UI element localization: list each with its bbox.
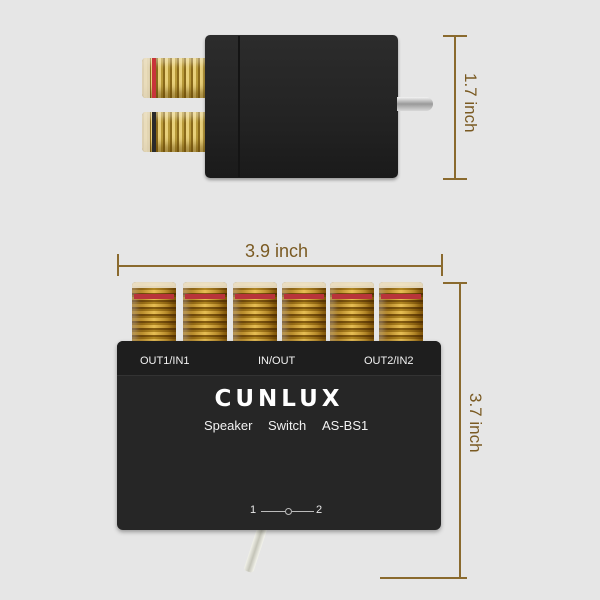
device-body-front: OUT1/IN1 IN/OUT OUT2/IN2 CUNLUX Speaker … <box>117 341 441 530</box>
binding-post-black <box>142 112 208 152</box>
port-label-in-out: IN/OUT <box>258 355 296 367</box>
dim-line-height-front <box>459 282 461 578</box>
device-body-top <box>205 35 398 178</box>
switch-indicator-line-right <box>292 511 314 512</box>
port-label-strip <box>117 341 441 376</box>
dim-line-height-top <box>454 35 456 180</box>
dim-line-width <box>117 265 443 267</box>
switch-lever <box>243 524 268 574</box>
port-label-out2-in2: OUT2/IN2 <box>364 355 414 367</box>
binding-post <box>330 282 374 344</box>
body-seam <box>238 36 240 177</box>
port-label-out1-in1: OUT1/IN1 <box>140 355 190 367</box>
binding-post <box>379 282 423 344</box>
switch-indicator-line-left <box>261 511 285 512</box>
dim-label-3-9: 3.9 inch <box>245 241 309 261</box>
binding-post <box>282 282 326 344</box>
subtitle-switch: Switch <box>268 418 307 433</box>
subtitle-speaker: Speaker <box>204 418 253 433</box>
binding-post <box>183 282 227 344</box>
dim-tick-bottom <box>443 178 467 180</box>
binding-post <box>132 282 176 344</box>
binding-post <box>233 282 277 344</box>
dim-label-3-7: 3.7 inch <box>466 393 485 453</box>
dim-tick-right <box>441 254 443 276</box>
brand-logo: CUNLUX <box>214 386 344 412</box>
dim-tick-bottom-front <box>380 577 467 579</box>
switch-lever-side <box>397 97 433 111</box>
switch-position-2: 2 <box>316 504 323 516</box>
switch-position-1: 1 <box>250 504 257 516</box>
dim-tick-left <box>117 254 119 276</box>
binding-post-red <box>142 58 208 98</box>
switch-indicator-dot <box>285 508 292 515</box>
dim-label-1-7: 1.7 inch <box>461 73 480 133</box>
dim-tick-top-front <box>443 282 467 284</box>
subtitle-model: AS-BS1 <box>322 418 369 433</box>
binding-posts-row <box>132 282 432 344</box>
